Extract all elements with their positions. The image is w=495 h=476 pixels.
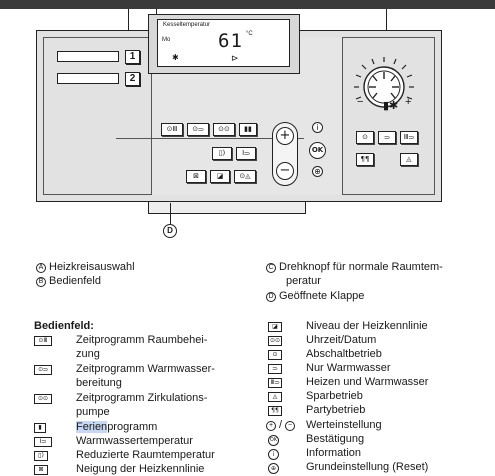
left-item-1-line1: Zeitprogramm Raumbehei- [76, 334, 208, 346]
callout-d: D [163, 224, 177, 238]
curve-slope-symbol: ⊠ [34, 465, 48, 475]
right-item-7: Partybetrieb [306, 404, 366, 416]
left-item-4-line1: Ferienprogramm [76, 421, 157, 434]
clock-date-symbol: ⊙⊙ [268, 336, 282, 346]
right-item-5: Heizen und Warmwasser [306, 376, 429, 388]
plus-button[interactable]: + [276, 127, 294, 145]
heating-time-program-button[interactable]: ⊙Ⅲ [161, 123, 183, 136]
reset-symbol: ⊕ [268, 463, 279, 474]
legend-c-marker: C [266, 263, 276, 273]
right-item-2: Uhrzeit/Datum [306, 334, 377, 346]
hot-water-program-symbol: ⊙⥰ [34, 365, 52, 375]
party-mode-button[interactable]: ¶¶ [356, 153, 374, 166]
ok-button[interactable]: OK [309, 142, 326, 159]
heating-program-symbol: ⊙Ⅲ [34, 336, 52, 346]
left-item-5-line1: Warmwassertemperatur [76, 435, 193, 447]
hot-water-only-symbol: ⥰ [268, 364, 282, 374]
info-symbol: i [268, 449, 279, 460]
legend-a-text: Heizkreisauswahl [49, 261, 135, 273]
heating-hot-water-symbol: Ⅲ⥰ [268, 378, 282, 388]
left-item-6-line1: Reduzierte Raumtemperatur [76, 449, 215, 461]
lcd-display: Kesseltemperatur Mo 61 °C ✱ ⊳ [157, 19, 290, 67]
sun-icon: ✱ [172, 53, 179, 62]
holiday-symbol: ▮ [34, 423, 46, 433]
room-temperature-icon: ▮✱ [383, 100, 399, 112]
left-item-1-line2: zung [76, 348, 100, 360]
legend-c-text: Drehknopf für normale Raumtem- [279, 261, 443, 273]
reduced-room-temp-button[interactable]: ▯) [212, 147, 232, 160]
hot-water-only-button[interactable]: ⥰ [378, 131, 396, 144]
right-item-10: Information [306, 447, 362, 459]
highlighted-word: Ferien [76, 421, 108, 433]
standby-symbol: ⊙ [268, 350, 282, 360]
heating-circuit-button-2[interactable]: 2 [125, 72, 140, 86]
top-bar [0, 0, 495, 9]
lcd-temperature-unit: °C [246, 31, 253, 37]
circulation-time-program-button[interactable]: ⊙⊙ [213, 123, 235, 136]
reset-button[interactable]: ⊕ [312, 166, 323, 177]
right-item-8-symbol: +/− [266, 419, 298, 432]
heating-hot-water-button[interactable]: Ⅲ⥰ [400, 131, 418, 144]
right-item-6: Sparbetrieb [306, 390, 363, 402]
heating-circuit-button-1[interactable]: 1 [125, 50, 140, 64]
legend-b-marker: B [36, 277, 46, 287]
heating-circuit-slot-1 [57, 51, 119, 62]
curve-slope-button[interactable]: ⊠ [186, 170, 206, 183]
holiday-program-button[interactable]: ▮▮ [239, 123, 257, 136]
left-item-3-line1: Zeitprogramm Zirkulations- [76, 392, 208, 404]
room-temperature-knob[interactable] [344, 52, 424, 122]
plus-symbol: + [266, 421, 276, 431]
party-symbol: ¶¶ [268, 406, 282, 416]
heating-circuit-slot-2 [57, 73, 119, 84]
minus-symbol: − [285, 421, 296, 431]
left-item-3-line2: pumpe [76, 406, 110, 418]
opened-flap [148, 202, 306, 214]
hot-water-time-program-button[interactable]: ⊙⥰ [187, 123, 209, 136]
right-item-8: Werteinstellung [306, 419, 382, 431]
left-item-4-rest: programm [107, 421, 158, 433]
right-item-1: Niveau der Heizkennlinie [306, 320, 428, 332]
reduced-temp-symbol: ▯) [34, 451, 48, 461]
lcd-title: Kesseltemperatur [163, 22, 211, 28]
knob-plus-label: + [405, 96, 412, 108]
legend-b-text: Bedienfeld [49, 275, 101, 287]
left-item-2-line1: Zeitprogramm Warmwasser- [76, 363, 215, 375]
symbol-separator: / [279, 419, 283, 431]
hot-water-temp-symbol: Ⅰ⥰ [34, 437, 52, 447]
section-title: Bedienfeld: [34, 320, 94, 332]
left-item-7-line1: Neigung der Heizkennlinie [76, 463, 205, 475]
curve-level-symbol: ◪ [268, 322, 282, 332]
right-item-3: Abschaltbetrieb [306, 348, 382, 360]
knob-minus-label: − [357, 96, 364, 108]
leader-line-a [128, 9, 129, 41]
left-item-2-line2: bereitung [76, 377, 122, 389]
economy-symbol: ◬ [268, 392, 282, 402]
info-button[interactable]: i [312, 122, 323, 133]
lcd-weekday: Mo [162, 37, 171, 43]
hot-water-temp-button[interactable]: Ⅰ⥰ [236, 147, 256, 160]
burner-icon: ⊳ [231, 53, 239, 63]
curve-level-button[interactable]: ◪ [210, 170, 230, 183]
right-item-11: Grundeinstellung (Reset) [306, 461, 429, 473]
legend-d-marker: D [266, 292, 276, 302]
right-item-4: Nur Warmwasser [306, 362, 391, 374]
ok-symbol: OK [268, 435, 279, 446]
legend-d-text: Geöffnete Klappe [279, 290, 365, 302]
panel-divider [116, 138, 304, 139]
economy-mode-button[interactable]: ◬ [400, 153, 418, 166]
circulation-program-symbol: ⊙⊙ [34, 394, 52, 404]
minus-button[interactable]: − [276, 162, 294, 180]
right-item-9: Bestätigung [306, 433, 365, 445]
lcd-temperature-value: 61 [218, 30, 243, 52]
clock-date-button[interactable]: ⊙◬ [234, 170, 256, 183]
legend-a-marker: A [36, 263, 46, 273]
legend-c-text-cont: peratur [286, 275, 321, 287]
leader-line-d [170, 203, 171, 224]
standby-mode-button[interactable]: ⊙ [356, 131, 374, 144]
